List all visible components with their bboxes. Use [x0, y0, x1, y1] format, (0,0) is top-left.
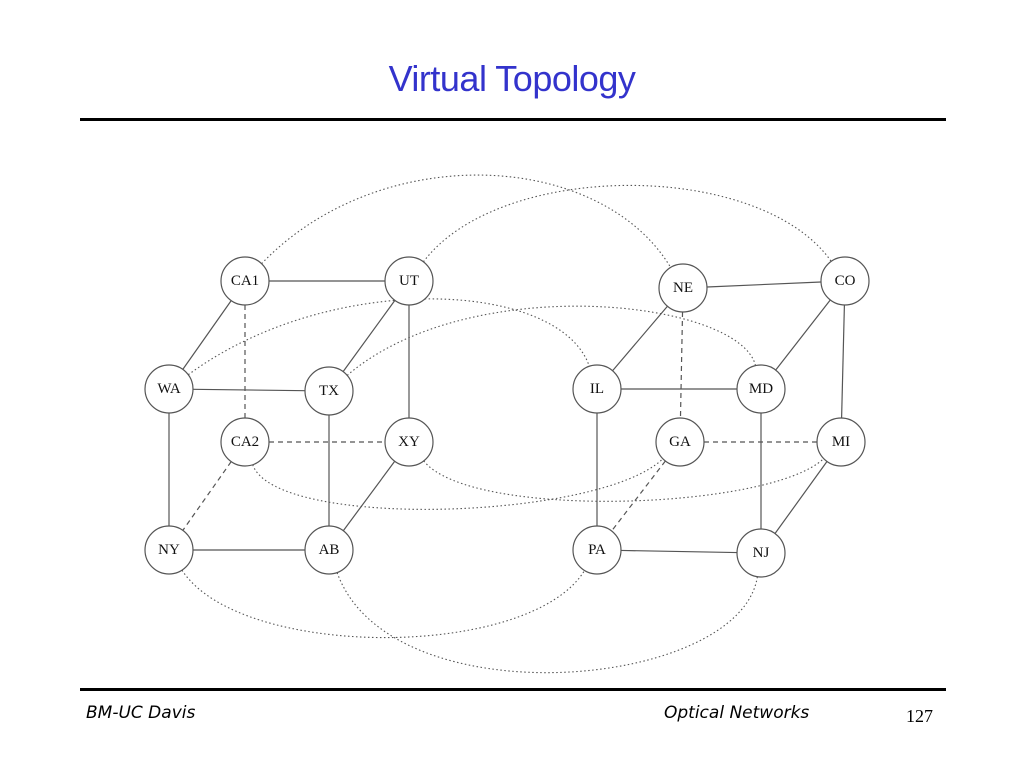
- edge-co-mi: [840, 304, 846, 419]
- edges-layer: [168, 174, 846, 674]
- node-circle: [736, 364, 786, 414]
- edge-wa-il: [187, 298, 590, 376]
- node-circle: [384, 417, 434, 467]
- node-wa: WA: [144, 364, 194, 414]
- node-circle: [572, 525, 622, 575]
- edge-mi-nj: [774, 461, 828, 534]
- node-label: UT: [399, 273, 419, 289]
- node-xy: XY: [384, 417, 434, 467]
- node-label: IL: [590, 381, 604, 397]
- edge-ga-pa: [611, 460, 666, 532]
- edge-ut-tx: [342, 300, 396, 372]
- nodes-layer: CA1 UT WA TX CA2 XY NY AB NE CO IL MD GA MI PA NJ: [144, 256, 870, 578]
- node-label: CA1: [231, 273, 259, 289]
- edge-pa-nj: [620, 549, 738, 554]
- node-circle: [220, 256, 270, 306]
- edge-tx-md: [346, 305, 757, 376]
- node-label: WA: [157, 381, 180, 397]
- node-label: TX: [319, 383, 339, 399]
- node-circle: [220, 417, 270, 467]
- node-circle: [816, 417, 866, 467]
- slide-title: Virtual Topology: [388, 58, 636, 99]
- edge-ca1-ne: [261, 174, 672, 268]
- node-circle: [304, 366, 354, 416]
- node-circle: [304, 525, 354, 575]
- node-ny: NY: [144, 525, 194, 575]
- node-ca1: CA1: [220, 256, 270, 306]
- node-circle: [658, 263, 708, 313]
- footer-course: Optical Networks: [664, 703, 810, 723]
- edge-ny-pa: [181, 569, 585, 639]
- node-pa: PA: [572, 525, 622, 575]
- node-nj: NJ: [736, 528, 786, 578]
- node-co: CO: [820, 256, 870, 306]
- node-il: IL: [572, 364, 622, 414]
- node-mi: MI: [816, 417, 866, 467]
- edge-ne-co: [706, 281, 822, 288]
- edge-ca2-ga: [252, 458, 664, 510]
- node-ab: AB: [304, 525, 354, 575]
- node-ca2: CA2: [220, 417, 270, 467]
- node-circle: [655, 417, 705, 467]
- edge-ut-co: [422, 184, 832, 263]
- edge-xy-ab: [342, 460, 396, 532]
- node-label: XY: [398, 434, 420, 450]
- node-label: CA2: [231, 434, 259, 450]
- edge-ne-ga: [679, 311, 684, 419]
- node-md: MD: [736, 364, 786, 414]
- edge-ca2-ny: [182, 461, 232, 531]
- node-label: MI: [832, 434, 850, 450]
- node-circle: [820, 256, 870, 306]
- edge-wa-tx: [192, 388, 306, 392]
- node-ne: NE: [658, 263, 708, 313]
- node-tx: TX: [304, 366, 354, 416]
- node-label: GA: [669, 434, 691, 450]
- node-ga: GA: [655, 417, 705, 467]
- node-ut: UT: [384, 256, 434, 306]
- node-circle: [572, 364, 622, 414]
- node-circle: [384, 256, 434, 306]
- title-divider: [80, 118, 946, 121]
- node-label: NY: [158, 542, 180, 558]
- node-circle: [144, 364, 194, 414]
- node-label: PA: [588, 542, 606, 558]
- footer-divider: [80, 688, 946, 691]
- node-label: AB: [319, 542, 340, 558]
- node-label: MD: [749, 381, 773, 397]
- node-label: CO: [835, 273, 856, 289]
- edge-ca1-wa: [182, 300, 232, 370]
- edge-co-md: [775, 299, 831, 371]
- node-circle: [736, 528, 786, 578]
- edge-xy-mi: [423, 458, 825, 502]
- page-number: 127: [906, 706, 933, 726]
- node-label: NE: [673, 280, 693, 296]
- node-circle: [144, 525, 194, 575]
- footer-author: BM-UC Davis: [86, 703, 196, 723]
- edge-ne-il: [612, 305, 668, 372]
- node-label: NJ: [753, 545, 770, 561]
- edge-ab-nj: [336, 572, 758, 674]
